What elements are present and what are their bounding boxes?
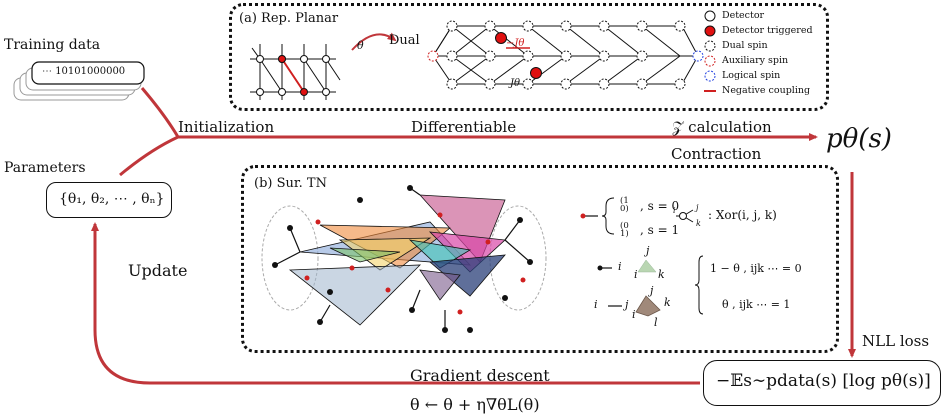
s0-label: , s = 0	[640, 199, 680, 213]
legend-markers	[704, 10, 716, 92]
contraction-label: Contraction	[671, 145, 762, 163]
legend-logical-spin: Logical spin	[722, 70, 781, 81]
p-theta: pθ(s)	[826, 124, 892, 154]
tensor2-k: k	[664, 296, 671, 309]
legend-negative-coupling: Negative coupling	[722, 85, 811, 96]
legend-detector: Detector	[722, 10, 765, 21]
xor-label: : Xor(i, j, k)	[708, 208, 777, 222]
tensor1-j: j	[646, 244, 650, 257]
panel-b-title: (b) Sur. TN	[254, 176, 327, 191]
xor-j: j	[696, 203, 699, 212]
update-label: Update	[128, 261, 188, 280]
dual-arrow	[351, 32, 397, 51]
j-theta-label: Jθ	[510, 78, 521, 89]
minus-j-label: −Jθ	[506, 38, 525, 49]
training-data-label: Training data	[4, 37, 101, 53]
training-to-main-arrow	[140, 87, 180, 138]
tensor1-i: i	[618, 260, 622, 273]
logical-spin-node	[692, 50, 704, 62]
prob-theta: θ , ijk ⋯ = 1	[722, 298, 791, 311]
tensor1-i2: i	[634, 268, 638, 281]
update-rule: θ ← θ + η∇θL(θ)	[410, 395, 540, 414]
nll-label: NLL loss	[862, 332, 930, 350]
xor-i: i	[673, 206, 676, 215]
panel-a-title: (a) Rep. Planar	[239, 11, 339, 26]
params-to-main-arrow	[119, 135, 179, 177]
tensor2-i2: i	[632, 308, 636, 321]
parameters-box[interactable]: {θ₁, θ₂, ⋯ , θₙ}	[46, 182, 172, 218]
dual-nodes	[446, 20, 686, 90]
legend-auxiliary-spin: Auxiliary spin	[722, 55, 789, 66]
parameters-label: Parameters	[4, 160, 86, 176]
training-data-stack	[13, 61, 145, 101]
xor-k: k	[696, 219, 701, 228]
initialization-label: Initialization	[178, 118, 275, 136]
triggered-detector-2	[530, 67, 542, 79]
z-calc-label: 𝒵 calculation	[672, 118, 772, 136]
gradient-label: Gradient descent	[410, 366, 550, 385]
loss-expression: −𝔼s∼pdata(s) [log pθ(s)]	[716, 371, 931, 391]
tensor2-j: j	[625, 298, 629, 311]
gradient-return-arrow	[91, 222, 700, 385]
triggered-detector-1	[495, 32, 507, 44]
theta-set: {θ₁, θ₂, ⋯ , θₙ}	[59, 191, 165, 207]
s1-label: , s = 1	[640, 223, 680, 237]
prob-one-minus-theta: 1 − θ , ijk ⋯ = 0	[710, 262, 802, 275]
legend-dual-spin: Dual spin	[722, 40, 768, 51]
dual-label: Dual	[389, 33, 420, 48]
tensor2-i: i	[594, 298, 598, 311]
panel-b	[241, 165, 839, 353]
tensor2-j2: j	[650, 284, 654, 297]
tensor2-l: l	[654, 316, 658, 329]
tensor1-k: k	[658, 268, 665, 281]
planar-nodes	[256, 55, 330, 96]
theta-label: θ	[357, 39, 364, 52]
auxiliary-spin-node	[427, 50, 439, 62]
negative-coupling-edge	[281, 58, 305, 93]
legend-detector-triggered: Detector triggered	[722, 25, 813, 36]
loss-box: −𝔼s∼pdata(s) [log pθ(s)]	[703, 360, 941, 406]
differentiable-label: Differentiable	[411, 118, 517, 136]
bitstring: ⋯ 10101000000	[42, 66, 126, 77]
